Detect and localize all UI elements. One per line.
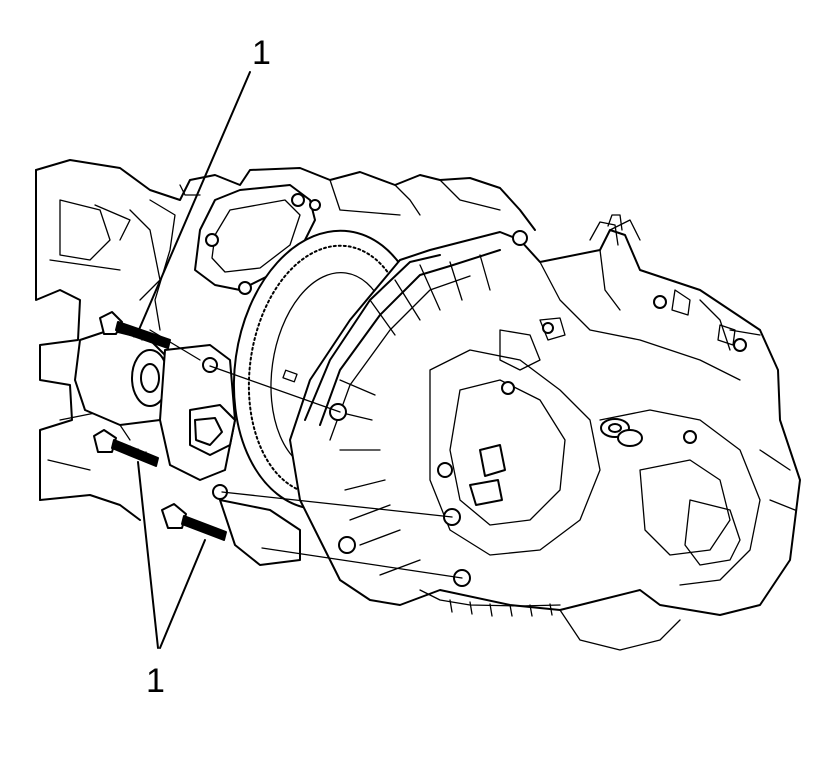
housing-boss-icon — [512, 230, 528, 246]
plate-bolt-icon — [291, 193, 305, 207]
plate-bolt-icon — [238, 281, 252, 295]
housing-boss-icon — [653, 295, 667, 309]
transmission-housing — [289, 214, 801, 651]
housing-boss-icon — [542, 322, 554, 334]
bolt-upper — [99, 311, 171, 349]
callout-number-upper: 1 — [252, 34, 271, 72]
bolt-hole-icon — [202, 357, 218, 373]
callout-leaders — [137, 71, 251, 649]
housing-boss-icon — [437, 462, 453, 478]
housing-boss-icon — [338, 536, 356, 554]
housing-boss-icon — [683, 430, 697, 444]
housing-boss-icon — [501, 381, 515, 395]
housing-boss-icon — [329, 403, 347, 421]
plate-bolt-icon — [205, 233, 219, 247]
housing-boss-icon — [733, 338, 747, 352]
bolt-middle — [93, 429, 159, 467]
plate-bolt-icon — [309, 199, 321, 211]
cover-plate — [194, 184, 321, 295]
callout-number-lower: 1 — [146, 662, 165, 700]
bolt-lower — [161, 503, 227, 541]
engine-block — [35, 159, 536, 521]
